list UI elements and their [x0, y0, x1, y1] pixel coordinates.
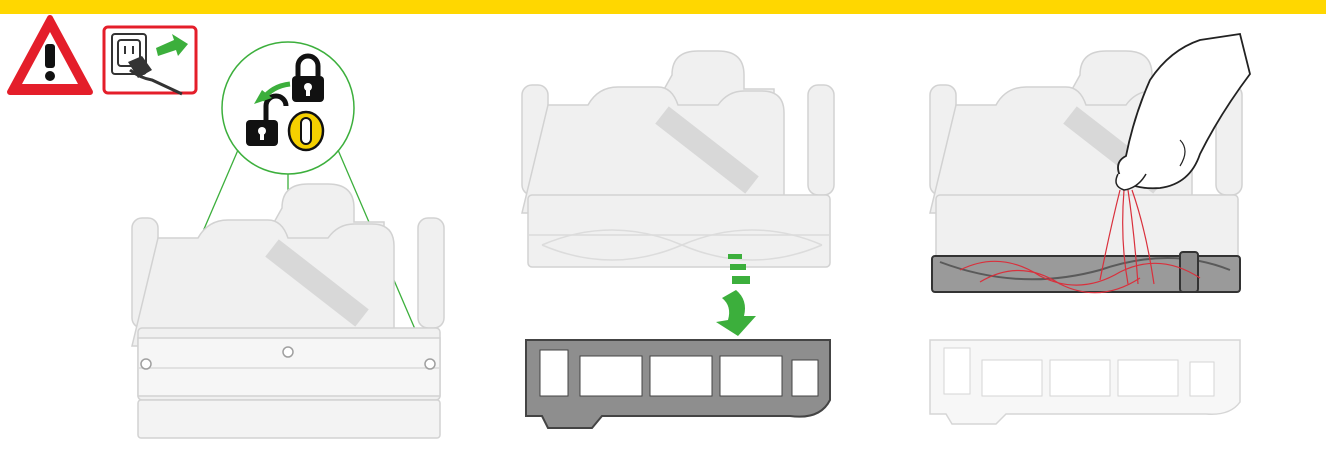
vacuum-underside [131, 183, 445, 439]
lock-callout-circle [221, 41, 355, 175]
yellow-header-bar [0, 0, 1326, 14]
warning-triangle-icon [7, 15, 93, 95]
remove-arrow-icon [716, 254, 756, 336]
baseplate [929, 339, 1241, 425]
step-3-panel [929, 32, 1251, 425]
tangled-hair [959, 189, 1201, 294]
vacuum-underside [521, 50, 835, 268]
coin-screwdriver-icon [287, 110, 325, 152]
unlock-icon [246, 93, 289, 146]
hand-icon [1115, 32, 1251, 191]
unplug-power-icon [102, 25, 198, 96]
rotate-arrow-icon [254, 81, 291, 104]
baseplate-removed [525, 339, 831, 429]
step-2-panel [521, 50, 835, 429]
brushroll [931, 251, 1241, 293]
step-1-panel [7, 15, 445, 439]
baseplate-screws [140, 346, 436, 370]
lock-icon [292, 53, 324, 102]
